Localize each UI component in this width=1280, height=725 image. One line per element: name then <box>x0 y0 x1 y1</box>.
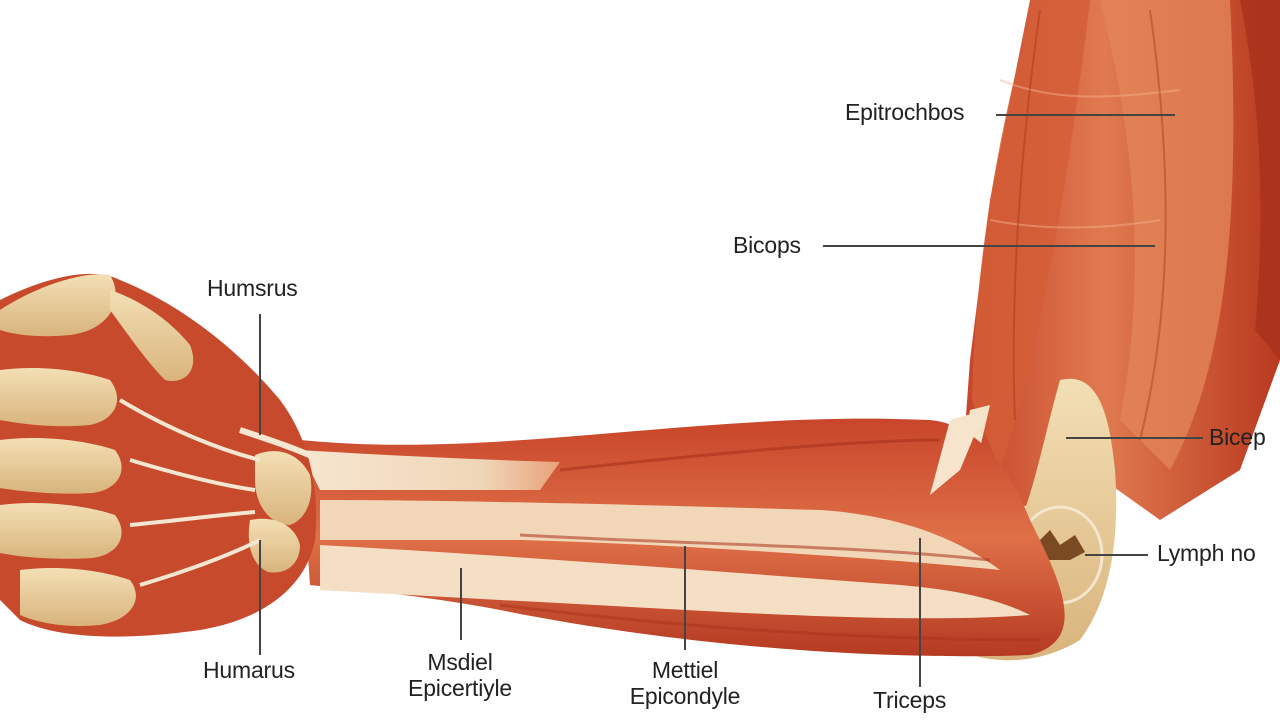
label-lateral-line1: Mettiel <box>651 657 719 683</box>
label-medial-line1: Msdiel <box>427 649 493 675</box>
hand-fist <box>0 273 322 637</box>
label-humerus-bottom: Humarus <box>203 657 295 683</box>
label-biceps-upper: Bicops <box>733 232 801 258</box>
upper-arm-muscles <box>960 0 1280 520</box>
leader-lines <box>259 114 1203 687</box>
forearm-muscles <box>300 410 1065 657</box>
label-biceps-right: Bicep <box>1209 424 1266 450</box>
label-epitrochleas: Epitrochbos <box>845 99 965 125</box>
label-medial-epicondyle: Msdiel Epicertiyle <box>380 649 540 702</box>
label-lymph: Lymph no <box>1157 540 1256 566</box>
label-lateral-line2: Epicondyle <box>629 682 741 709</box>
label-lateral-epicondyle: Mettiel Epicondyle <box>600 657 770 710</box>
label-medial-line2: Epicertiyle <box>408 674 512 701</box>
label-triceps: Triceps <box>873 687 947 713</box>
label-humerus-top: Humsrus <box>207 275 298 301</box>
